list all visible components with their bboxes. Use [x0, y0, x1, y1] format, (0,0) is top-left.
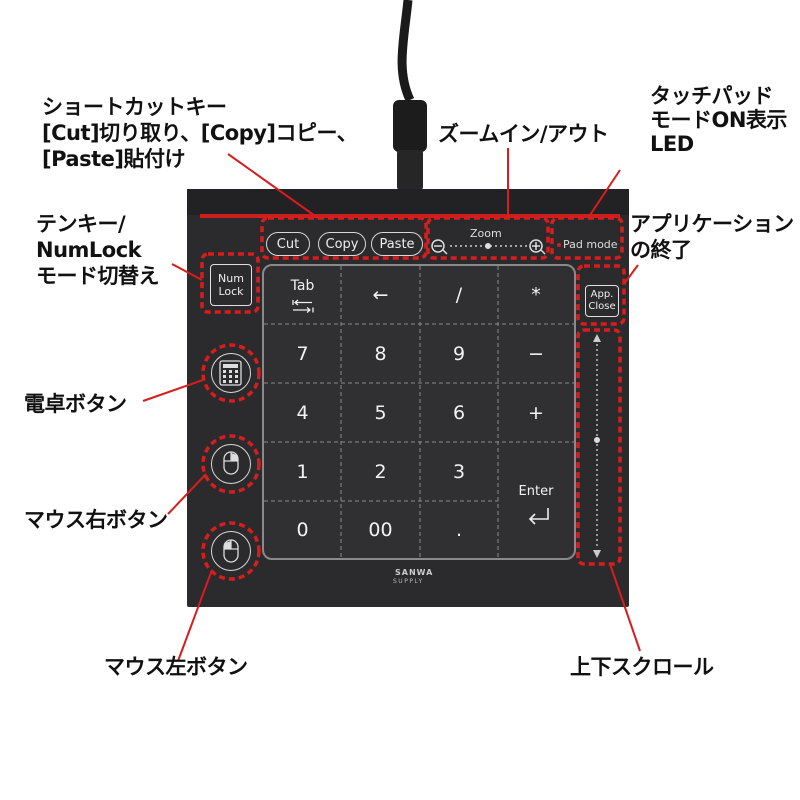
callout-left-click: マウス左ボタン	[104, 655, 248, 679]
key-4[interactable]: 4	[296, 401, 309, 424]
right-click-button[interactable]	[211, 444, 251, 484]
key-2[interactable]: 2	[374, 460, 387, 483]
calculator-button[interactable]	[211, 353, 251, 393]
left-click-button[interactable]	[211, 531, 251, 571]
callout-shortcut-line2: [Cut]切り取り、[Copy]コピー、	[42, 121, 358, 145]
key-8[interactable]: 8	[374, 342, 387, 365]
num-lock-label-line2: Lock	[218, 285, 244, 298]
app-close-label-line2: Close	[588, 301, 616, 312]
status-led-strip	[200, 214, 620, 218]
callout-numlock-line3: モード切替え	[36, 264, 160, 288]
device-top-edge	[187, 189, 629, 215]
key-6[interactable]: 6	[452, 401, 466, 424]
key-plus[interactable]: +	[528, 401, 544, 424]
key-1[interactable]: 1	[296, 460, 309, 483]
callout-zoom: ズームイン/アウト	[438, 122, 609, 146]
key-enter[interactable]: Enter	[518, 483, 554, 499]
num-lock-button[interactable]: Num Lock	[210, 264, 252, 306]
zoom-label: Zoom	[470, 227, 502, 240]
brand-logo-line1: SANWA	[395, 568, 434, 577]
key-9[interactable]: 9	[452, 342, 466, 365]
key-7[interactable]: 7	[296, 342, 309, 365]
key-00[interactable]: 00	[368, 519, 393, 541]
cut-button[interactable]: Cut	[266, 232, 310, 256]
key-dot[interactable]: .	[455, 519, 463, 541]
brand-logo-line2: SUPPLY	[393, 578, 424, 585]
callout-numlock-line2: NumLock	[36, 238, 142, 262]
key-backspace[interactable]: ←	[372, 284, 389, 306]
callout-calculator: 電卓ボタン	[24, 392, 127, 416]
callout-app-close-line2: の終了	[630, 238, 692, 262]
key-tab[interactable]: Tab	[290, 278, 315, 294]
key-minus[interactable]: −	[528, 342, 544, 365]
app-close-label-line1: App.	[590, 289, 614, 300]
callout-led-line3: LED	[650, 132, 694, 156]
paste-button[interactable]: Paste	[371, 232, 423, 256]
callout-shortcut-line3: [Paste]貼付け	[42, 147, 185, 171]
callout-led-line2: モードON表示	[650, 108, 787, 132]
pad-mode-label: Pad mode	[563, 238, 618, 251]
touch-pad[interactable]	[262, 264, 576, 560]
app-close-button[interactable]: App. Close	[585, 285, 619, 317]
callout-right-click: マウス右ボタン	[24, 508, 168, 532]
callout-numlock-line1: テンキー/	[36, 212, 126, 236]
callout-scroll: 上下スクロール	[570, 655, 714, 679]
key-asterisk[interactable]: *	[531, 284, 541, 306]
key-slash[interactable]: /	[455, 284, 463, 306]
key-3[interactable]: 3	[452, 460, 466, 483]
callout-shortcut-line1: ショートカットキー	[42, 95, 227, 119]
copy-button[interactable]: Copy	[318, 232, 366, 256]
key-5[interactable]: 5	[374, 401, 387, 424]
num-lock-label-line1: Num	[218, 272, 244, 285]
callout-led-line1: タッチパッド	[650, 84, 774, 108]
key-0[interactable]: 0	[296, 519, 309, 541]
callout-app-close-line1: アプリケーション	[630, 212, 794, 236]
